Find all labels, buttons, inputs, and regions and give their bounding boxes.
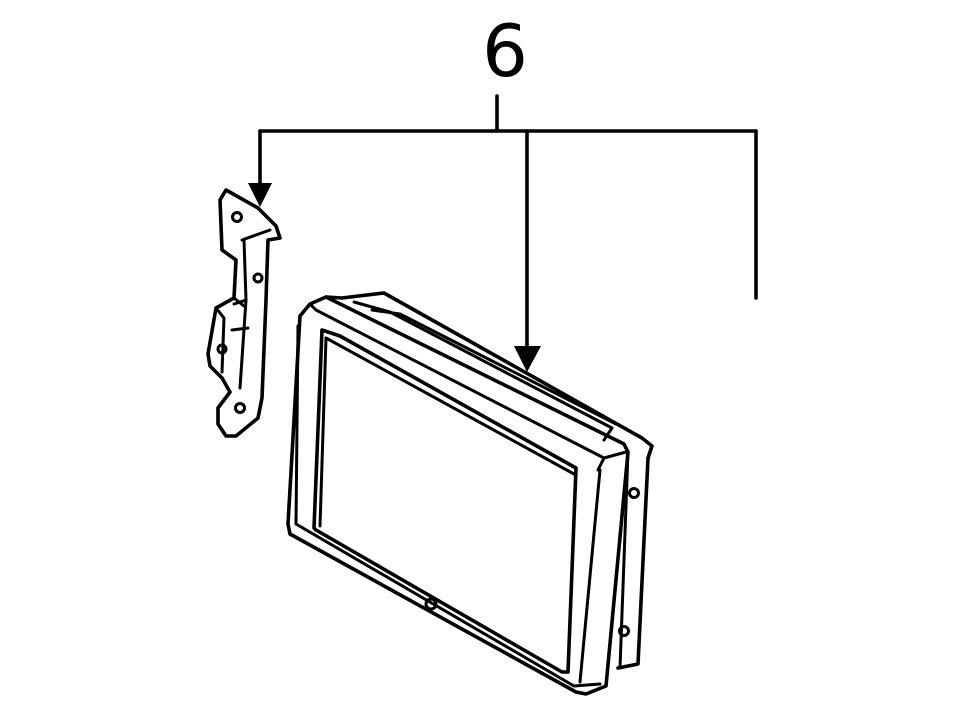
bracket-hole-bottom	[234, 402, 246, 414]
screen-outline	[312, 328, 578, 674]
arrowhead-display	[514, 346, 541, 372]
bezel-bottom-edge	[294, 324, 602, 688]
callout-leader-lines	[248, 94, 758, 372]
bracket-hole-top	[231, 211, 243, 223]
housing-screw-upper	[628, 487, 640, 499]
bracket-hole-left	[216, 343, 228, 355]
housing-right-inner	[618, 450, 630, 670]
arrowhead-bracket	[248, 183, 272, 207]
housing-top	[324, 291, 654, 460]
housing-slot	[370, 308, 618, 426]
housing-right-side	[616, 456, 650, 670]
bracket-fold	[214, 296, 246, 374]
callout-number: 6	[482, 9, 528, 93]
bezel-top-edge	[308, 302, 628, 472]
bezel-outline	[286, 295, 630, 696]
bracket-hole-mid	[252, 272, 264, 284]
housing-top-inner	[352, 300, 614, 442]
bezel-button	[424, 597, 438, 611]
bracket-outline	[206, 188, 282, 438]
screen-inner-border	[318, 336, 576, 528]
housing-screw-lower	[618, 625, 630, 637]
display-unit	[286, 291, 654, 696]
mounting-bracket	[206, 188, 282, 438]
bracket-flange-edge	[230, 228, 272, 390]
